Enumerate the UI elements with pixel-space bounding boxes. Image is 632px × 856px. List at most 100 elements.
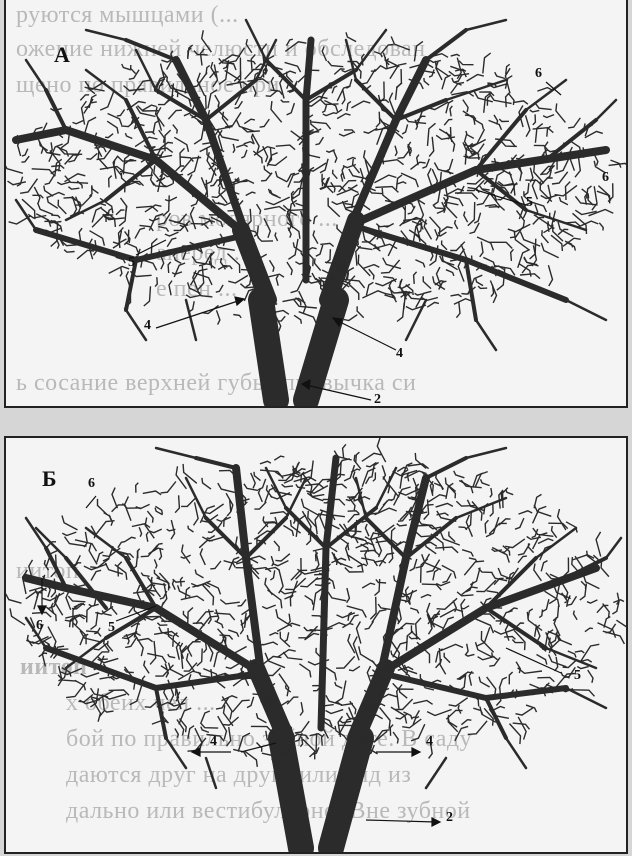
twig bbox=[509, 672, 512, 684]
twig bbox=[215, 621, 223, 628]
twig bbox=[506, 489, 514, 495]
twig bbox=[265, 197, 289, 205]
twig bbox=[186, 295, 200, 298]
twig bbox=[116, 210, 125, 215]
twig bbox=[335, 681, 346, 704]
label-6: 6 bbox=[36, 618, 43, 634]
twig bbox=[143, 491, 161, 495]
twig bbox=[454, 471, 465, 478]
twig bbox=[383, 156, 385, 165]
twig bbox=[463, 100, 468, 113]
twig bbox=[543, 115, 554, 118]
twig bbox=[81, 673, 100, 677]
twig bbox=[357, 306, 364, 317]
twig bbox=[530, 110, 540, 112]
twig bbox=[328, 61, 344, 67]
twig bbox=[260, 461, 271, 464]
twig bbox=[165, 664, 168, 678]
twig bbox=[343, 444, 346, 458]
twig bbox=[266, 90, 278, 96]
twig bbox=[381, 45, 393, 54]
twig bbox=[436, 135, 455, 139]
twig bbox=[270, 260, 275, 272]
twig bbox=[429, 70, 434, 78]
twig bbox=[228, 275, 248, 283]
twig bbox=[282, 484, 293, 487]
twig bbox=[159, 130, 165, 143]
twig bbox=[62, 516, 78, 530]
twig bbox=[262, 605, 276, 609]
twig bbox=[295, 721, 309, 733]
tree-a-illustration bbox=[6, 0, 628, 408]
twig bbox=[363, 265, 380, 269]
twig bbox=[206, 582, 221, 594]
twig bbox=[495, 72, 505, 78]
twig bbox=[396, 182, 406, 184]
twig bbox=[220, 600, 240, 604]
twig bbox=[541, 561, 547, 572]
twig bbox=[511, 249, 514, 261]
twig bbox=[118, 542, 125, 548]
twig bbox=[492, 652, 498, 659]
twig bbox=[227, 500, 231, 516]
twig bbox=[406, 631, 413, 651]
twig bbox=[480, 242, 483, 257]
twig bbox=[279, 570, 283, 593]
twig bbox=[351, 101, 370, 108]
twig bbox=[534, 564, 542, 581]
twig bbox=[73, 121, 84, 124]
twig bbox=[246, 192, 256, 195]
twig bbox=[393, 732, 398, 744]
twig bbox=[178, 585, 191, 596]
twig bbox=[383, 277, 396, 282]
twig bbox=[424, 499, 429, 519]
twig bbox=[146, 532, 148, 542]
twig bbox=[244, 119, 255, 124]
twig bbox=[123, 86, 144, 91]
twig bbox=[271, 77, 274, 90]
label-6: 6 bbox=[535, 66, 542, 82]
label-4: 4 bbox=[144, 318, 151, 334]
twig bbox=[154, 559, 157, 568]
twig bbox=[163, 195, 169, 216]
twig bbox=[265, 653, 285, 668]
twig bbox=[283, 205, 304, 210]
twig bbox=[489, 207, 505, 211]
twig bbox=[251, 726, 273, 732]
twig bbox=[435, 229, 438, 240]
twig bbox=[228, 254, 240, 273]
twig bbox=[109, 267, 130, 274]
twig bbox=[370, 597, 376, 619]
twig bbox=[86, 153, 97, 159]
twig bbox=[169, 663, 184, 676]
twig bbox=[446, 270, 454, 276]
twig bbox=[477, 193, 490, 205]
twig bbox=[504, 637, 515, 640]
twig bbox=[168, 262, 171, 273]
twig bbox=[385, 295, 397, 302]
twig bbox=[616, 620, 628, 633]
twig bbox=[429, 495, 447, 502]
twig bbox=[581, 581, 586, 589]
twig bbox=[516, 155, 524, 159]
twig bbox=[508, 224, 531, 232]
twig bbox=[360, 550, 379, 555]
twig bbox=[79, 228, 82, 241]
twig bbox=[326, 249, 330, 263]
twig bbox=[448, 715, 458, 732]
twig bbox=[599, 223, 603, 231]
twig bbox=[202, 30, 212, 52]
twig bbox=[433, 569, 438, 580]
twig bbox=[456, 302, 460, 318]
figure-gap bbox=[0, 408, 632, 436]
twig bbox=[94, 628, 100, 634]
twig bbox=[467, 75, 484, 82]
twig bbox=[310, 734, 322, 737]
twig bbox=[371, 532, 376, 552]
twig bbox=[365, 524, 369, 536]
twig bbox=[483, 53, 491, 73]
twig bbox=[366, 477, 373, 484]
twig bbox=[381, 66, 397, 69]
twig bbox=[339, 132, 353, 136]
twig bbox=[513, 723, 530, 729]
